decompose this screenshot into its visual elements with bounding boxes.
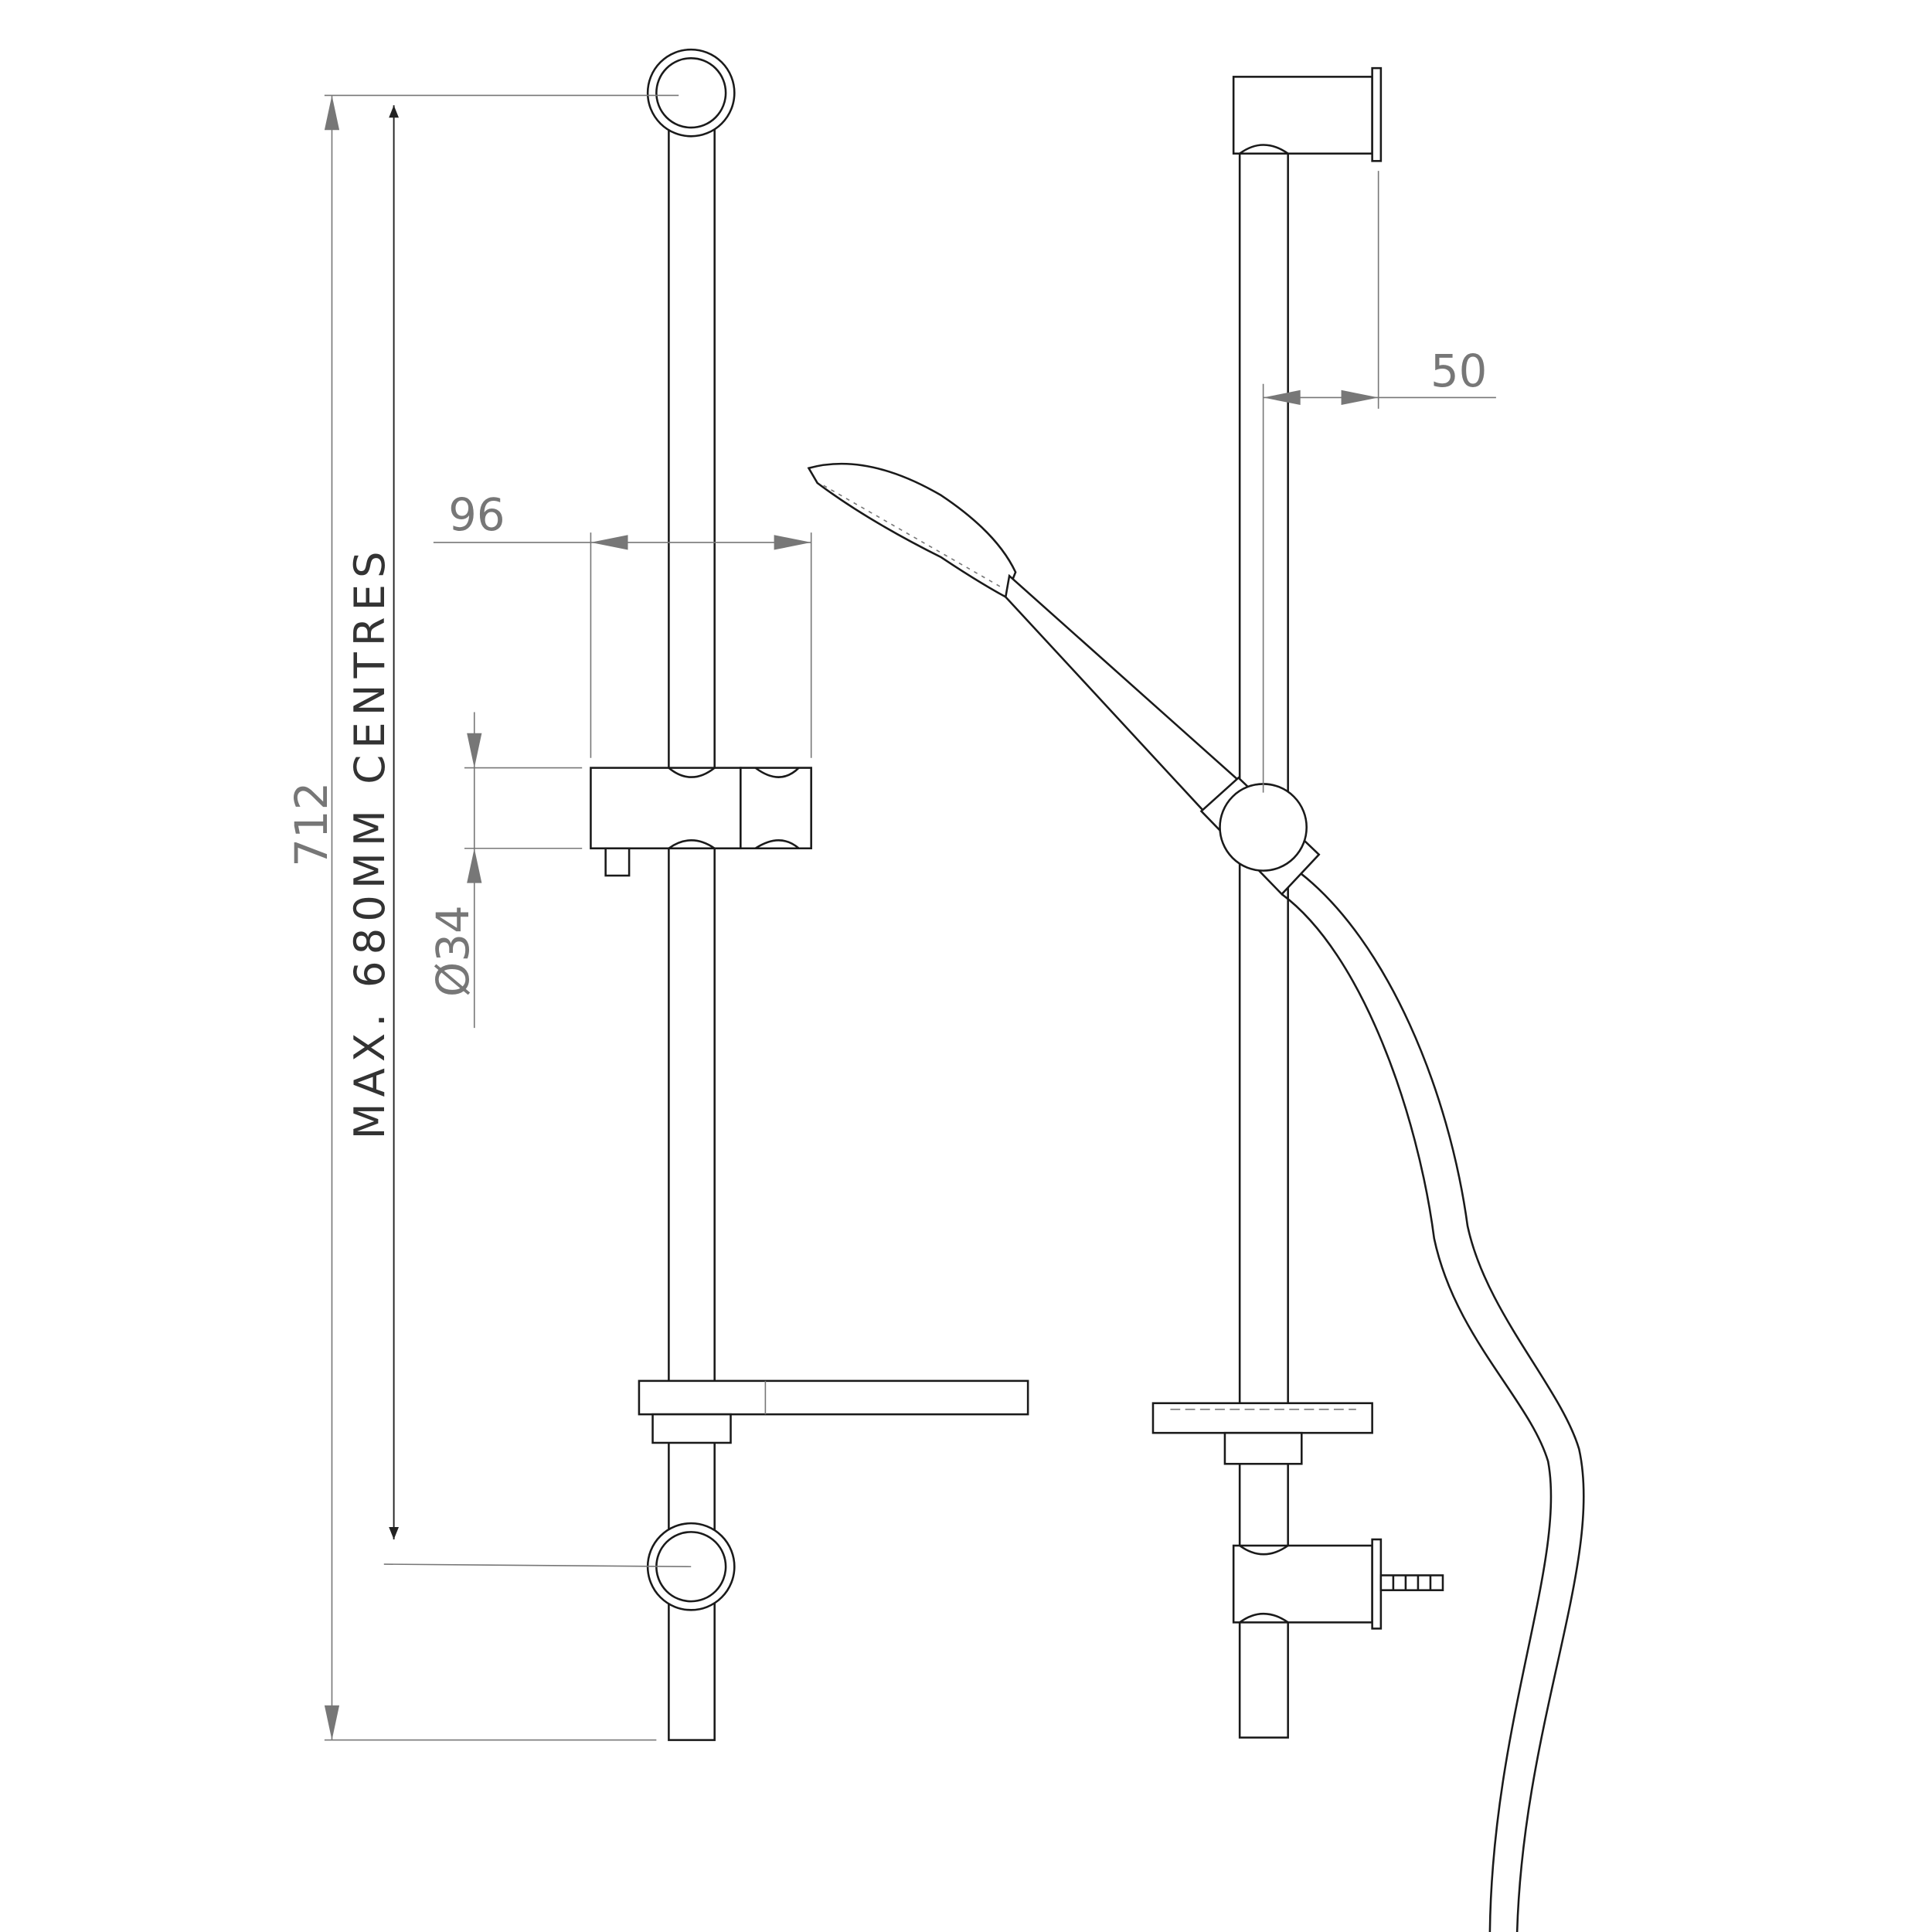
dimension-centres: MAX. 680MM CENTRES (345, 105, 692, 1568)
hose-connector (1379, 1574, 1444, 1591)
top-bracket-front (646, 48, 736, 138)
bottom-wall-bracket (1232, 1538, 1444, 1630)
dimension-overall-height: 712 (285, 94, 679, 1741)
dimension-50-label: 50 (1430, 345, 1487, 397)
slider-front (590, 767, 812, 877)
dimension-rail-diameter: Ø34 (427, 712, 583, 1029)
dimension-slider-width: 96 (433, 488, 812, 758)
rail-front (668, 122, 716, 1741)
dimension-34-label: Ø34 (427, 905, 479, 997)
centres-label: MAX. 680MM CENTRES (345, 545, 394, 1139)
dimension-712-label: 712 (285, 782, 338, 867)
soap-dish-front (638, 1379, 1029, 1444)
dimension-96-label: 96 (448, 488, 505, 541)
hand-shower (807, 462, 1321, 896)
front-view (590, 48, 1029, 1741)
dimension-wall-offset: 50 (1262, 171, 1496, 793)
shower-hose (1281, 872, 1585, 1932)
top-wall-bracket (1232, 66, 1383, 162)
soap-dish-side (1151, 1402, 1373, 1465)
